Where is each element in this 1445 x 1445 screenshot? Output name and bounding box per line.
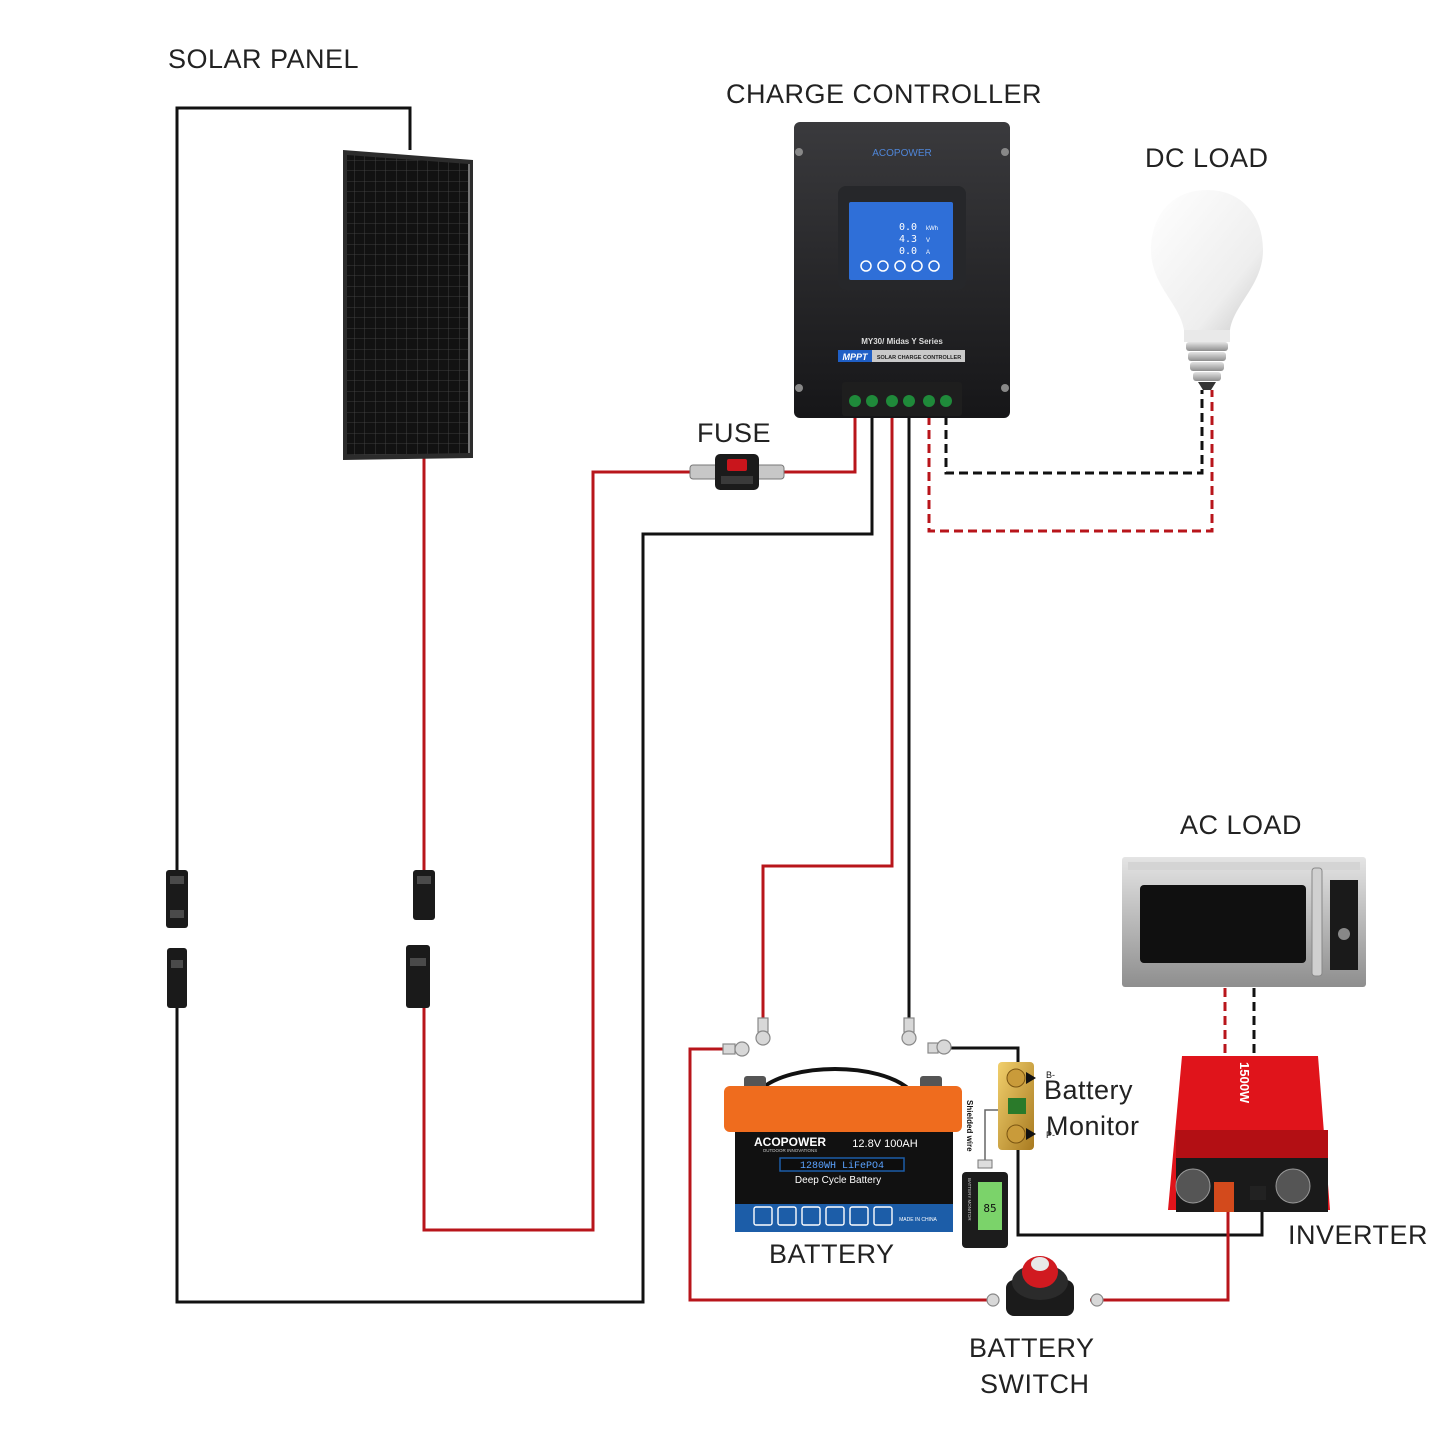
charge-controller-label: CHARGE CONTROLLER xyxy=(726,79,1043,109)
lcd-value-1: 0.0 xyxy=(899,222,917,233)
battery-origin: MADE IN CHINA xyxy=(899,1217,937,1223)
battery-tagline: OUTDOOR INNOVATIONS xyxy=(763,1148,818,1153)
fuse-to-controller-wire xyxy=(782,416,857,474)
solar-negative-wire xyxy=(175,106,874,1304)
lcd-unit-2: V xyxy=(926,238,930,244)
controller-badge: MPPT xyxy=(842,352,869,362)
charge-controller xyxy=(794,122,1010,418)
mc4-connector-negative-top xyxy=(166,870,188,928)
solar-positive-wire xyxy=(422,455,692,1232)
battery-chemistry: 1280WH LiFePO4 xyxy=(800,1160,884,1172)
dc-load-negative-wire xyxy=(944,390,1204,475)
battery-to-shunt-wire xyxy=(945,1046,1020,1064)
microwave xyxy=(1122,857,1366,987)
wires xyxy=(175,106,1264,1304)
fuse xyxy=(689,454,785,490)
inverter xyxy=(1168,1056,1330,1212)
monitor-caption: BATTERY MONITOR xyxy=(967,1178,972,1221)
solar-panel xyxy=(343,150,473,460)
mc4-connector-negative-bottom xyxy=(167,948,187,1008)
shunt-label-p: P- xyxy=(1046,1130,1055,1140)
lcd-value-2: 4.3 xyxy=(899,234,917,245)
controller-battery-positive-wire xyxy=(761,416,894,1022)
fuse-label: FUSE xyxy=(697,418,772,448)
monitor-display-value: 85 xyxy=(983,1202,996,1215)
battery-monitor-label-line1: Battery xyxy=(1044,1075,1134,1105)
lcd-value-3: 0.0 xyxy=(899,246,917,257)
battery-to-switch-wire xyxy=(688,1047,990,1302)
controller-brand: ACOPOWER xyxy=(872,148,931,159)
dc-load-label: DC LOAD xyxy=(1145,143,1269,173)
inverter-side-text: 1500W xyxy=(1237,1062,1252,1104)
switch-to-inverter-wire xyxy=(1090,1212,1230,1302)
mc4-connector-positive-top xyxy=(413,870,435,920)
shunt-label-b: B- xyxy=(1046,1070,1055,1080)
battery-switch-label-line1: BATTERY xyxy=(969,1333,1095,1363)
battery-switch-label-line2: SWITCH xyxy=(980,1369,1090,1399)
battery-type: Deep Cycle Battery xyxy=(795,1175,881,1186)
controller-lcd xyxy=(849,202,953,280)
shielded-wire-label: Shielded wire xyxy=(965,1100,974,1152)
battery-label: BATTERY xyxy=(769,1239,895,1269)
mc4-connector-positive-bottom xyxy=(406,945,430,1008)
controller-badge-caption: SOLAR CHARGE CONTROLLER xyxy=(877,355,961,361)
battery-spec: 12.8V 100AH xyxy=(852,1138,917,1150)
battery-monitor-display xyxy=(962,1159,1008,1248)
ring-terminals xyxy=(722,1017,1104,1307)
shunt-to-inverter-wire xyxy=(1016,1138,1264,1237)
ac-load-label: AC LOAD xyxy=(1180,810,1303,840)
inverter-label: INVERTER xyxy=(1288,1220,1429,1250)
light-bulb xyxy=(1151,190,1263,390)
lcd-unit-3: A xyxy=(926,250,930,256)
battery-brand: ACOPOWER xyxy=(754,1135,826,1149)
battery-monitor-label-line2: Monitor xyxy=(1046,1111,1140,1141)
lcd-unit-1: kWh xyxy=(926,226,938,232)
controller-terminals xyxy=(849,395,952,407)
dc-load-positive-wire xyxy=(927,390,1214,533)
battery-switch xyxy=(1006,1256,1074,1316)
battery xyxy=(724,1067,962,1232)
battery-shunt xyxy=(998,1062,1036,1150)
solar-panel-label: SOLAR PANEL xyxy=(168,44,360,74)
controller-model: MY30/ Midas Y Series xyxy=(861,337,943,346)
